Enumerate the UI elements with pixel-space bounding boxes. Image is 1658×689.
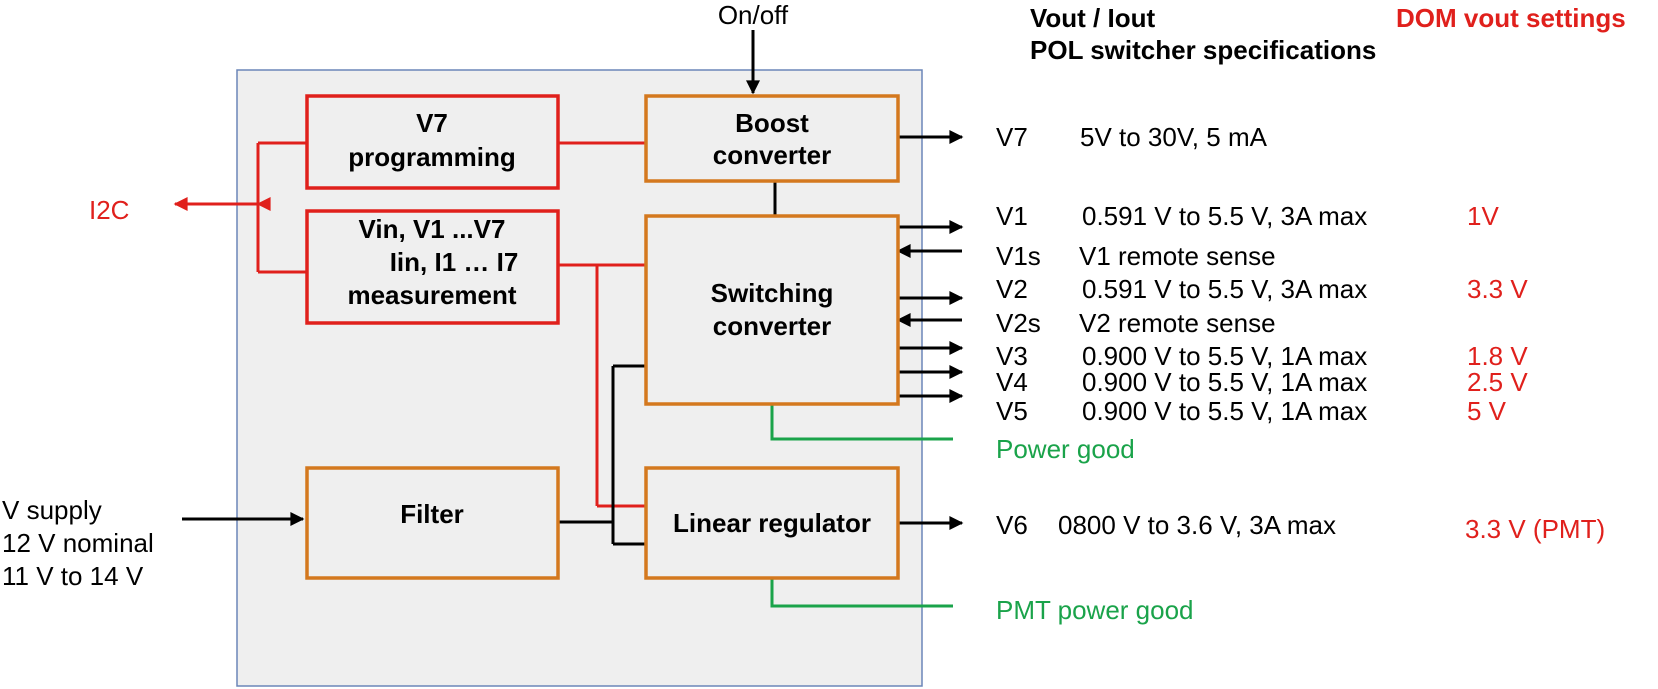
i2c-label: I2C xyxy=(89,195,129,225)
output-name-v2: V2 xyxy=(996,274,1028,304)
block-v7-programming-line2: programming xyxy=(348,142,516,172)
output-spec-v7: 5V to 30V, 5 mA xyxy=(1080,122,1268,152)
output-spec-v5: 0.900 V to 5.5 V, 1A max xyxy=(1082,396,1367,426)
output-spec-v6: 0800 V to 3.6 V, 3A max xyxy=(1058,510,1336,540)
output-spec-v2: 0.591 V to 5.5 V, 3A max xyxy=(1082,274,1367,304)
on-off-label: On/off xyxy=(718,0,789,30)
output-name-v7: V7 xyxy=(996,122,1028,152)
block-v7-programming: V7 programming xyxy=(305,94,560,190)
output-name-v6: V6 xyxy=(996,510,1028,540)
dom-settings-title: DOM vout settings xyxy=(1396,3,1626,33)
power-good-label: Power good xyxy=(996,434,1135,464)
output-name-v4: V4 xyxy=(996,367,1028,397)
block-filter-label: Filter xyxy=(400,499,464,529)
output-list: V7 5V to 30V, 5 mA V1 0.591 V to 5.5 V, … xyxy=(996,122,1605,625)
power-good-wires xyxy=(770,404,953,608)
supply-label-line2: 12 V nominal xyxy=(2,528,154,558)
output-setting-v2: 3.3 V xyxy=(1467,274,1528,304)
output-setting-v1: 1V xyxy=(1467,201,1499,231)
spec-title-line1: Vout / Iout xyxy=(1030,3,1155,33)
i2c-bus-wires xyxy=(173,141,646,508)
block-filter: Filter xyxy=(305,466,560,580)
block-v7-programming-line1: V7 xyxy=(416,108,448,138)
output-setting-v5: 5 V xyxy=(1467,396,1507,426)
output-spec-v1s: V1 remote sense xyxy=(1079,241,1276,271)
block-boost-converter: Boost converter xyxy=(644,94,900,183)
output-name-v1: V1 xyxy=(996,201,1028,231)
block-switching-line2: converter xyxy=(713,311,832,341)
block-measurement-line3: measurement xyxy=(347,280,516,310)
output-name-v5: V5 xyxy=(996,396,1028,426)
output-setting-v6: 3.3 V (PMT) xyxy=(1465,514,1605,544)
block-switching-converter: Switching converter xyxy=(644,214,900,406)
output-spec-v3: 0.900 V to 5.5 V, 1A max xyxy=(1082,341,1367,371)
output-name-v2s: V2s xyxy=(996,308,1041,338)
pmt-power-good-label: PMT power good xyxy=(996,595,1194,625)
block-linear-label: Linear regulator xyxy=(673,508,871,538)
output-spec-v4: 0.900 V to 5.5 V, 1A max xyxy=(1082,367,1367,397)
spec-title-line2: POL switcher specifications xyxy=(1030,35,1376,65)
output-name-v1s: V1s xyxy=(996,241,1041,271)
output-setting-v3: 1.8 V xyxy=(1467,341,1528,371)
output-name-v3: V3 xyxy=(996,341,1028,371)
block-measurement-line2: Iin, I1 … I7 xyxy=(390,247,519,277)
supply-label-line1: V supply xyxy=(2,495,102,525)
block-boost-line2: converter xyxy=(713,140,832,170)
output-spec-v2s: V2 remote sense xyxy=(1079,308,1276,338)
supply-label-line3: 11 V to 14 V xyxy=(2,561,144,591)
block-switching-line1: Switching xyxy=(711,278,834,308)
power-wires xyxy=(182,30,964,546)
block-boost-line1: Boost xyxy=(735,108,809,138)
block-measurement-line1: Vin, V1 ...V7 xyxy=(359,214,506,244)
block-measurement: Vin, V1 ...V7 Iin, I1 … I7 measurement xyxy=(305,209,560,325)
output-spec-v1: 0.591 V to 5.5 V, 3A max xyxy=(1082,201,1367,231)
block-linear-regulator: Linear regulator xyxy=(644,466,900,580)
output-setting-v4: 2.5 V xyxy=(1467,367,1528,397)
